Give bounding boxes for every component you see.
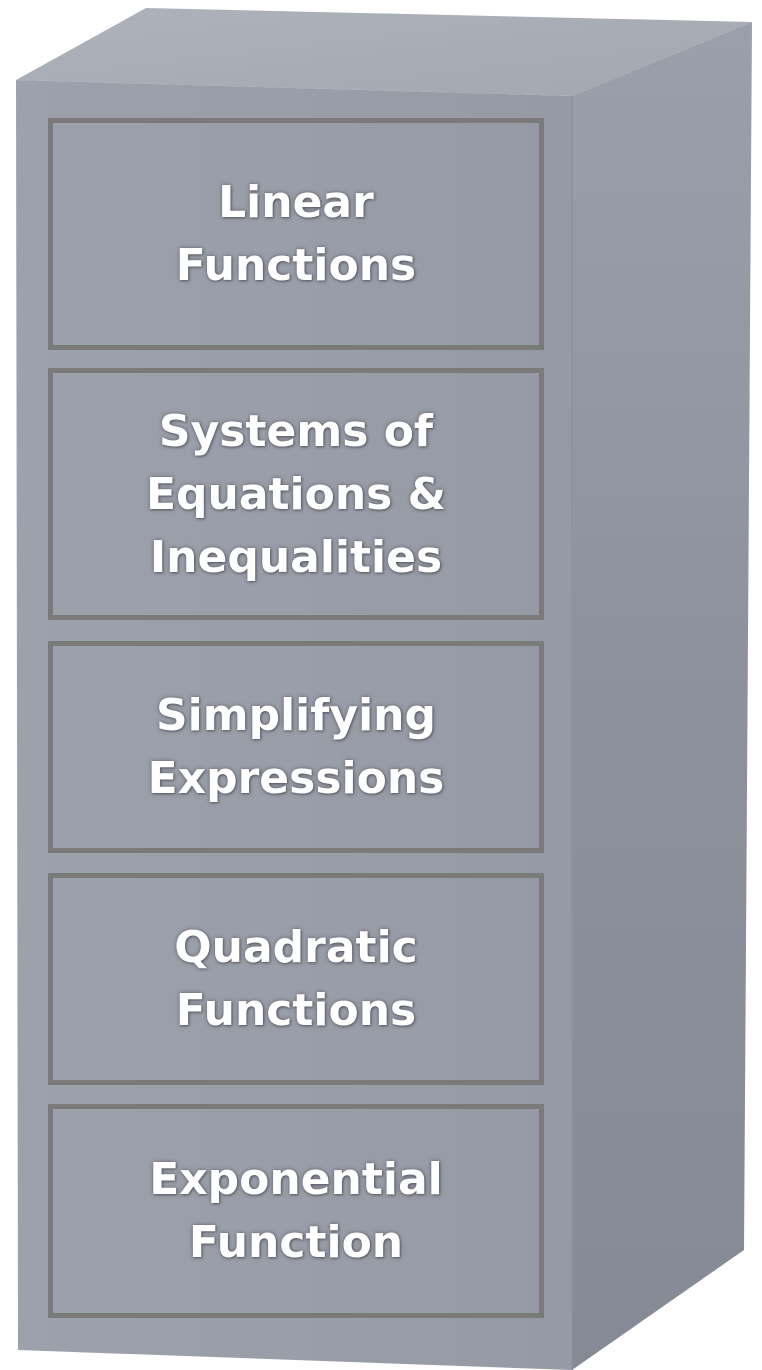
drawer-label: Quadratic Functions: [174, 922, 418, 1036]
drawer-linear-functions: Linear Functions: [48, 118, 544, 350]
drawer-label: Systems of Equations & Inequalities: [145, 405, 447, 583]
drawer-quadratic-functions: Quadratic Functions: [48, 873, 544, 1085]
cabinet-top-face: [16, 8, 752, 96]
drawer-exponential-function: Exponential Function: [48, 1104, 544, 1318]
drawer-label: Exponential Function: [149, 1154, 443, 1268]
drawer-simplifying-expressions: Simplifying Expressions: [48, 641, 544, 853]
drawer-systems-of-equations: Systems of Equations & Inequalities: [48, 368, 544, 620]
cabinet-front-face: [16, 80, 572, 1370]
cabinet-side-face: [572, 22, 752, 1370]
drawer-label: Linear Functions: [175, 177, 417, 291]
drawer-label: Simplifying Expressions: [147, 690, 445, 804]
